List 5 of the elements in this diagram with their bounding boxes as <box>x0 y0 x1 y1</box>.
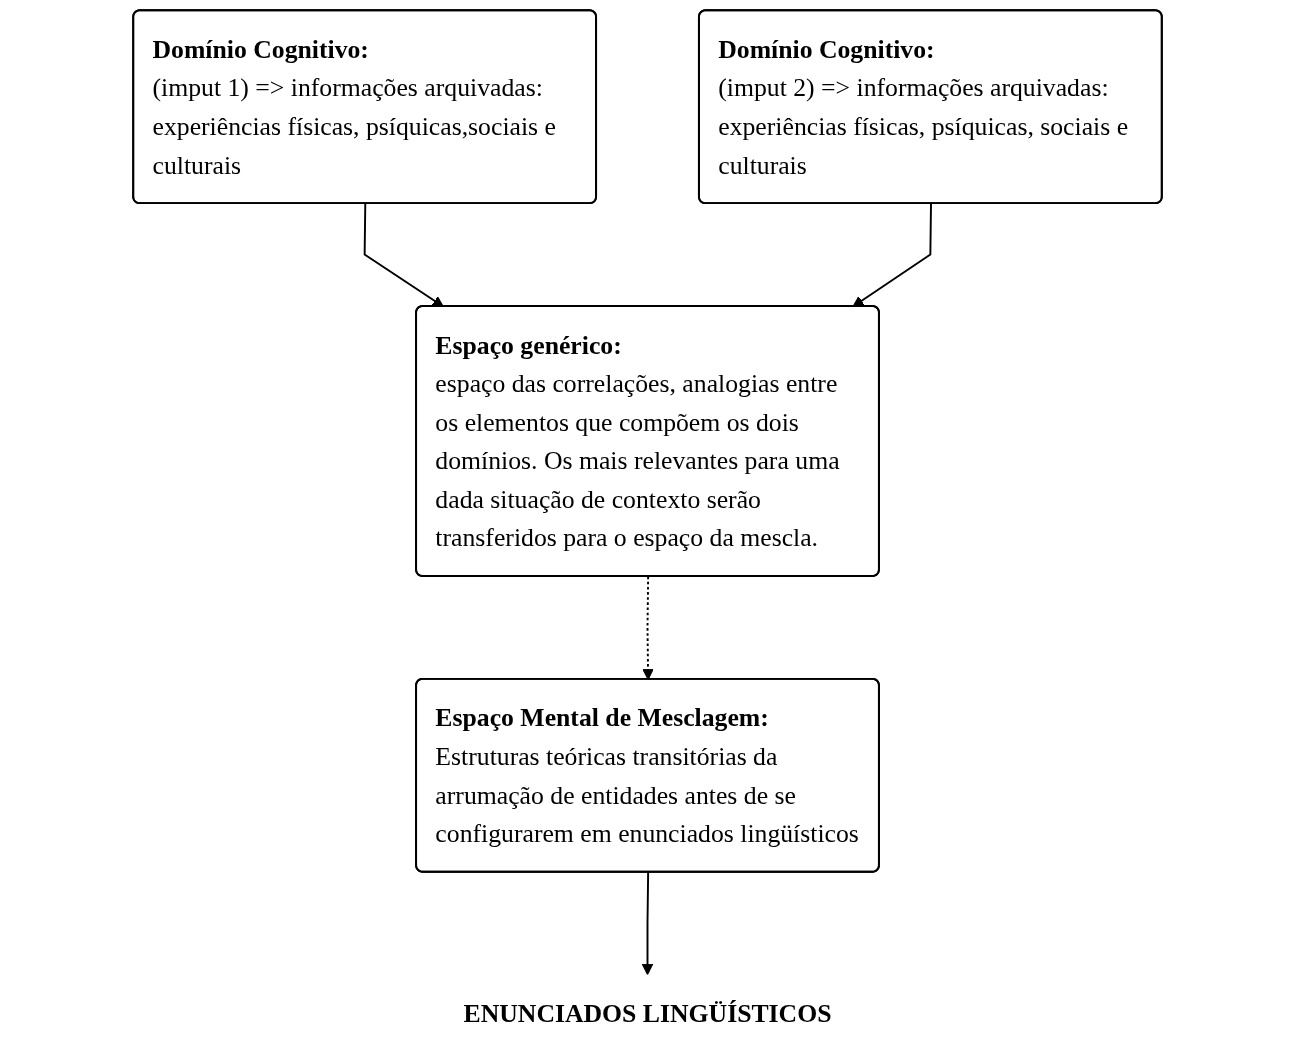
node-text: ENUNCIADOS LINGÜÍSTICOS <box>463 999 832 1028</box>
arrow <box>363 202 444 308</box>
arrow <box>852 202 932 308</box>
arrow <box>642 575 654 680</box>
arrow <box>641 871 654 976</box>
